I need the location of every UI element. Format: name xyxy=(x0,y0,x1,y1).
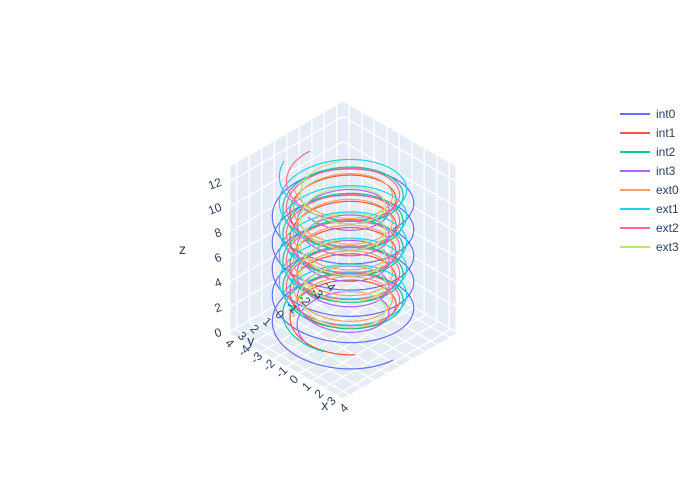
legend-swatch xyxy=(620,226,650,229)
legend-label: int0 xyxy=(656,106,676,121)
z-tick-label: 4 xyxy=(212,275,223,291)
series-line-ext3 xyxy=(299,161,387,329)
gridline-y-floor xyxy=(336,271,450,338)
legend-item-ext2[interactable]: ext2 xyxy=(620,218,679,237)
legend-label: int2 xyxy=(656,144,676,159)
gridline-z-yz xyxy=(230,140,344,207)
gridline-y-floor xyxy=(261,315,375,382)
legend-item-int3[interactable]: int3 xyxy=(620,161,679,180)
gridline-y-floor xyxy=(236,329,350,396)
series-line-ext0 xyxy=(292,173,394,322)
x-tick-label: 4 xyxy=(337,401,352,416)
z-tick-label: 12 xyxy=(206,175,224,193)
legend-item-ext1[interactable]: ext1 xyxy=(620,199,679,218)
legend-item-ext0[interactable]: ext0 xyxy=(620,180,679,199)
series-line-ext1 xyxy=(278,158,408,326)
legend-swatch xyxy=(620,245,650,248)
legend-item-ext3[interactable]: ext3 xyxy=(620,237,679,256)
legend-label: int3 xyxy=(656,163,676,178)
y-axis-title: y xyxy=(247,332,254,348)
gridline-z-xz xyxy=(342,140,456,207)
legend-swatch xyxy=(620,112,650,115)
legend-label: int1 xyxy=(656,125,676,140)
gridline-y-floor xyxy=(248,322,363,389)
legend-item-int1[interactable]: int1 xyxy=(620,123,679,142)
z-tick-label: 2 xyxy=(212,300,223,316)
legend: int0 int1 int2 int3 ext0 ext1 ext2 ext3 xyxy=(620,104,679,256)
legend-swatch xyxy=(620,150,650,153)
gridline-y-floor xyxy=(286,300,400,367)
z-tick-label: 0 xyxy=(212,325,223,341)
axis-titles: z y x xyxy=(179,241,328,413)
legend-swatch xyxy=(620,188,650,191)
legend-swatch xyxy=(620,169,650,172)
series-line-int0 xyxy=(271,168,415,370)
z-tick-label: 6 xyxy=(212,250,223,266)
z-axis-title: z xyxy=(179,241,186,257)
gridline-y-floor xyxy=(298,293,413,360)
x-axis-title: x xyxy=(321,397,328,413)
legend-label: ext1 xyxy=(656,201,679,216)
legend-item-int0[interactable]: int0 xyxy=(620,104,679,123)
legend-label: ext2 xyxy=(656,220,679,235)
gridline-z-yz xyxy=(230,115,344,182)
z-tick-label: 8 xyxy=(212,225,223,241)
z-tick-label: 10 xyxy=(206,200,224,218)
gridline-z-yz xyxy=(230,190,344,257)
series-lines xyxy=(271,150,415,370)
gridline-z-xz xyxy=(342,115,456,182)
legend-label: ext0 xyxy=(656,182,679,197)
legend-item-int2[interactable]: int2 xyxy=(620,142,679,161)
legend-swatch xyxy=(620,207,650,210)
legend-label: ext3 xyxy=(656,239,679,254)
legend-swatch xyxy=(620,131,650,134)
